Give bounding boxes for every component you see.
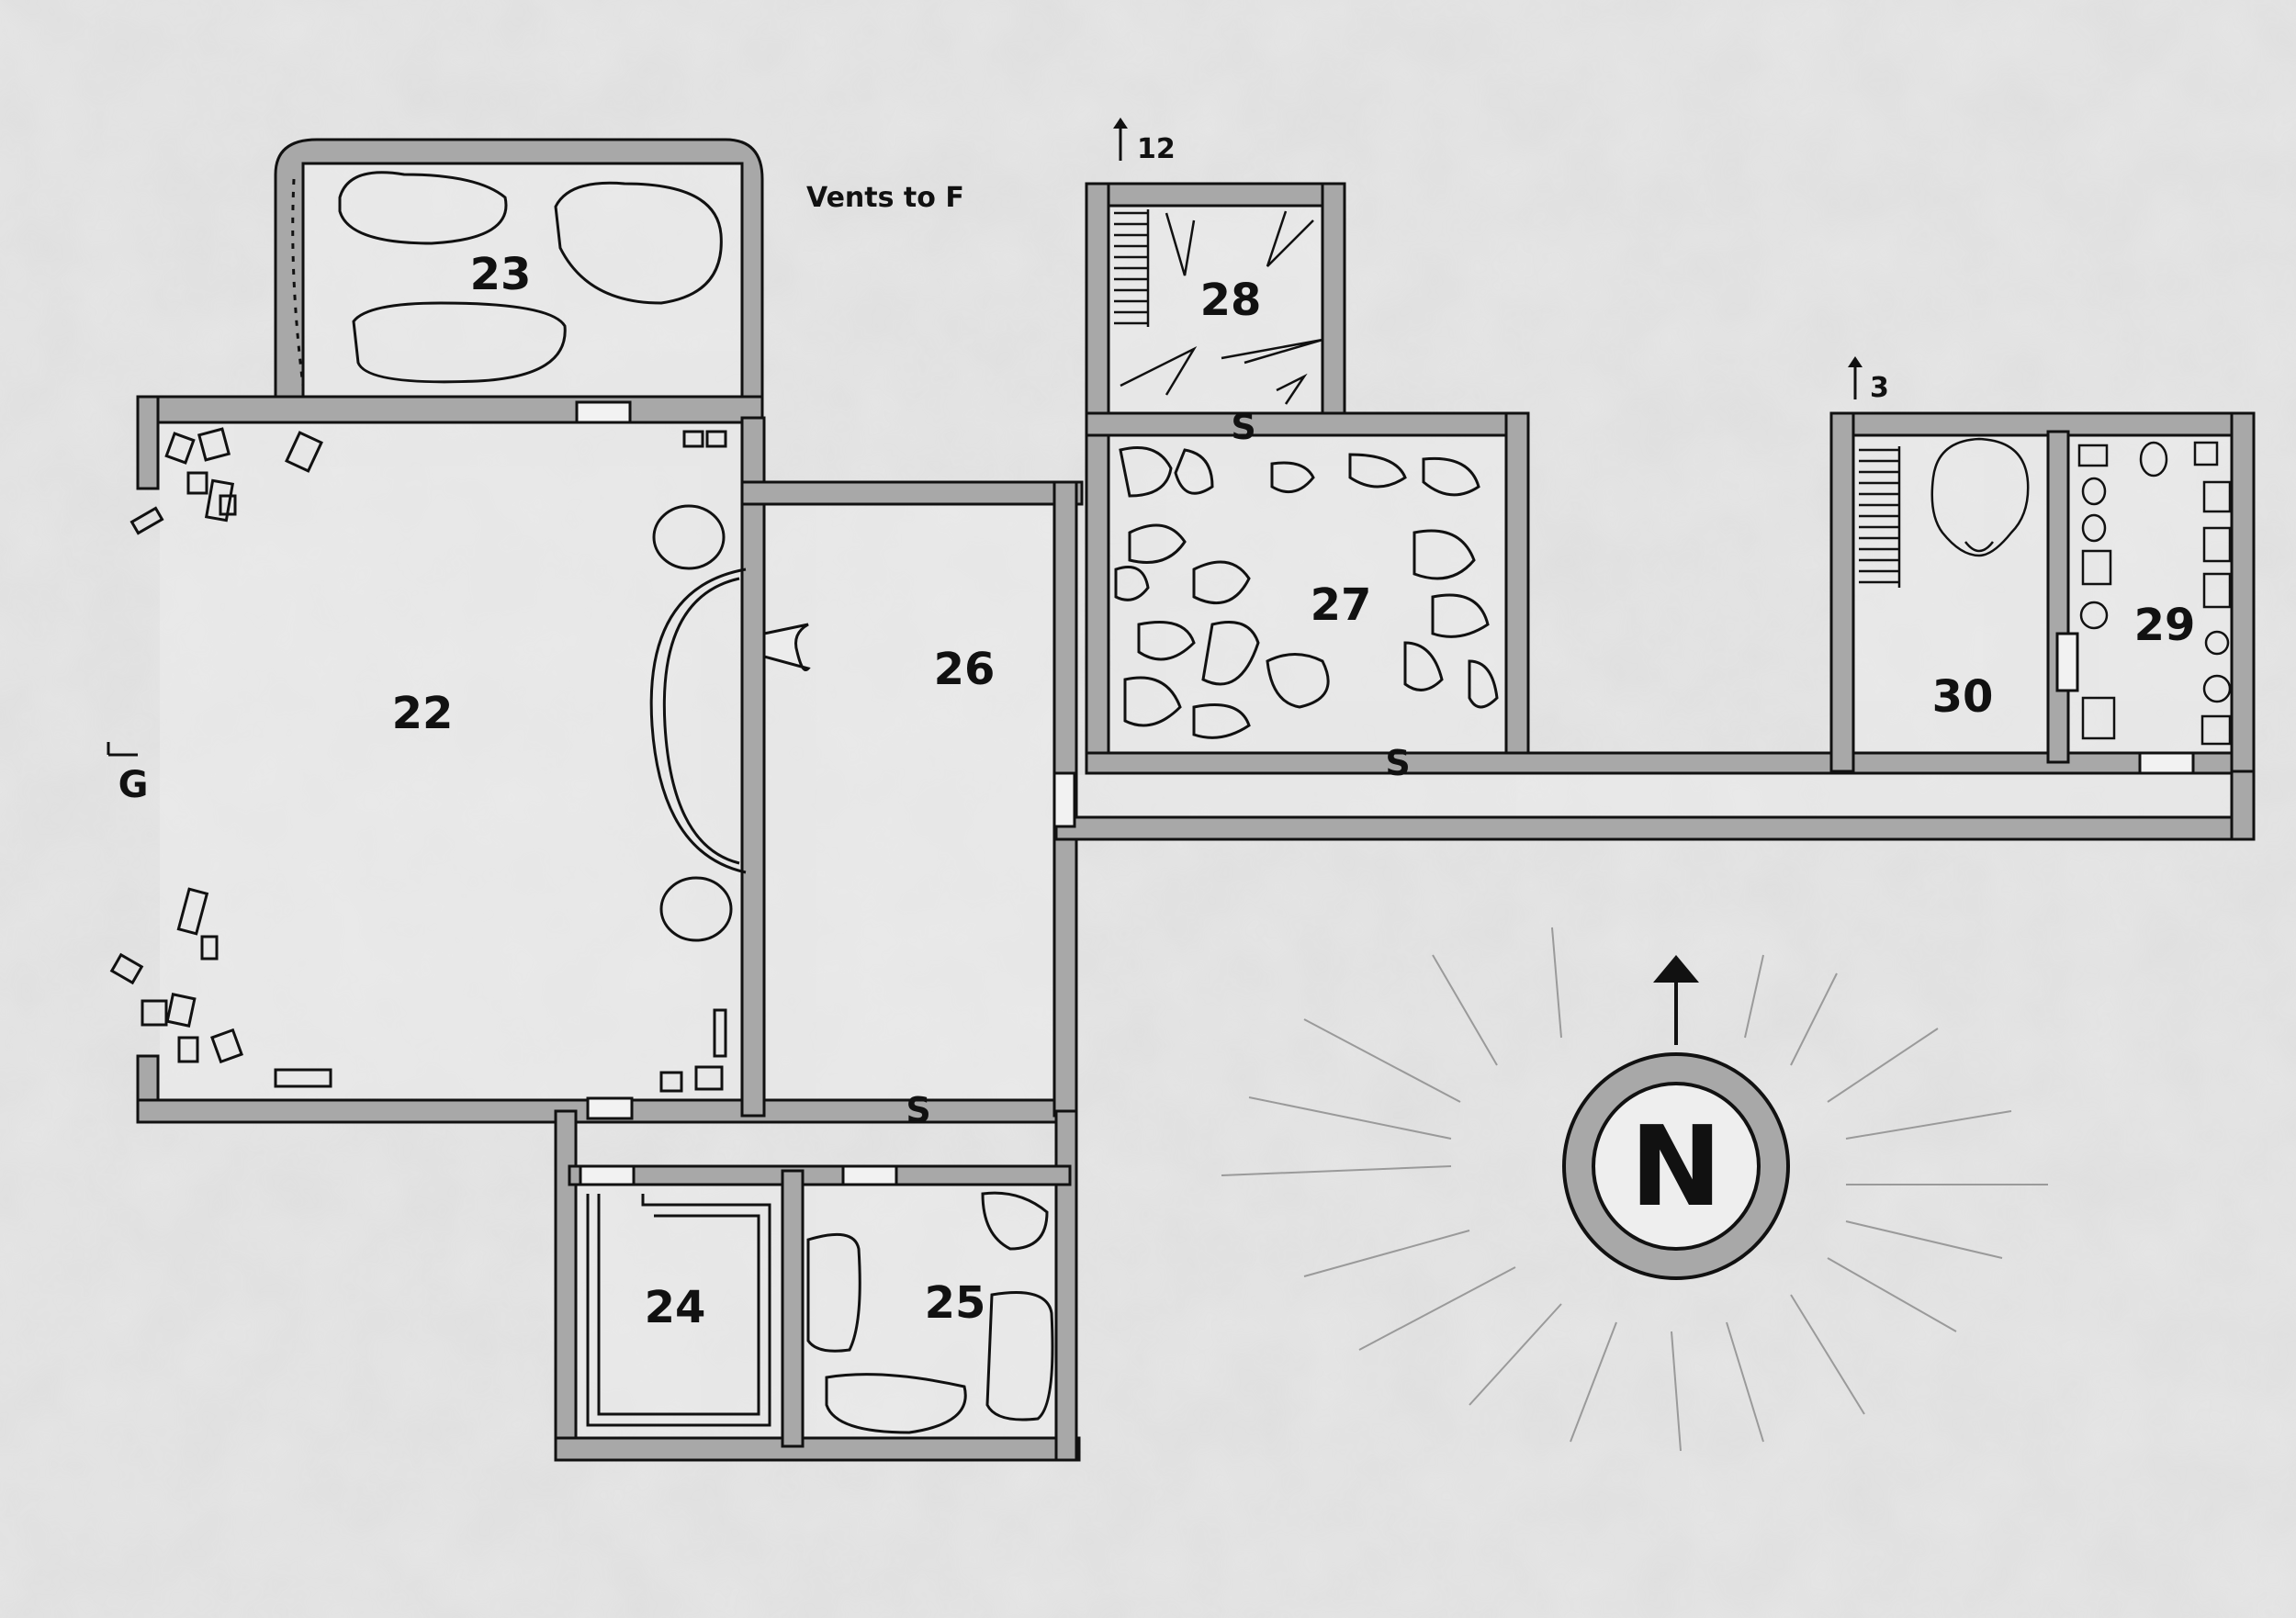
room-29-label: 29: [2134, 600, 2196, 651]
room-30-features: [1859, 437, 2030, 588]
room-28-label: 28: [1200, 275, 1262, 326]
room-22-features: [109, 427, 811, 1093]
room-25-features: [806, 1191, 1054, 1434]
compass-arrow-icon: [1653, 955, 1699, 983]
stairs-12-label: 12: [1137, 133, 1176, 165]
door-29-corridor: [2138, 751, 2195, 775]
stairs-up-3-marker: 3: [1848, 356, 1889, 404]
room-28-stairs: [1114, 209, 1150, 327]
secret-door-27-corridor: S: [1385, 743, 1410, 783]
door-26-corridor: [1052, 771, 1076, 828]
compass-rose: N: [1221, 927, 2048, 1452]
compass-north-label: N: [1630, 1104, 1722, 1231]
arrow-head-icon: [1113, 118, 1128, 129]
room-labels: 23 22 26 28 27 29 30 24 25: [392, 249, 2196, 1333]
walls: [136, 138, 2256, 1462]
room-28-features: [1114, 209, 1323, 405]
room-25-label: 25: [925, 1277, 986, 1329]
room-24-features: [586, 1194, 771, 1427]
compass-rays: [1221, 927, 2048, 1452]
stairs-up-12-marker: 12: [1113, 118, 1176, 165]
room-30-stairs: [1859, 446, 1901, 588]
secret-doors: S S S: [906, 407, 1410, 1130]
door-22-south: [586, 1096, 634, 1120]
arrow-head-icon: [1848, 356, 1863, 367]
room-30-label: 30: [1932, 671, 1994, 723]
room-22-label: 22: [392, 688, 454, 739]
exit-g-label: G: [118, 764, 149, 806]
room-26-label: 26: [934, 644, 996, 695]
room-23-label: 23: [470, 249, 532, 300]
secret-door-28-27: S: [1231, 407, 1255, 447]
room-24-label: 24: [645, 1282, 706, 1333]
doors: [575, 400, 2195, 1186]
compass-inner-ring: [1592, 1082, 1761, 1251]
door-24: [579, 1164, 636, 1186]
exit-g-marker: G: [107, 742, 149, 806]
stairs-3-label: 3: [1870, 372, 1889, 404]
vents-note: Vents to F: [806, 182, 964, 214]
door-25: [841, 1164, 898, 1186]
door-29-30: [2055, 632, 2079, 692]
door-22-23: [575, 400, 632, 424]
room-29-features: [2077, 441, 2232, 746]
secret-door-26-south: S: [906, 1090, 930, 1130]
room-23-features: [291, 171, 723, 387]
map-notes: Vents to F 12 3 G: [107, 118, 1889, 806]
room-27-label: 27: [1311, 579, 1372, 631]
room-27-features: [1114, 446, 1499, 739]
